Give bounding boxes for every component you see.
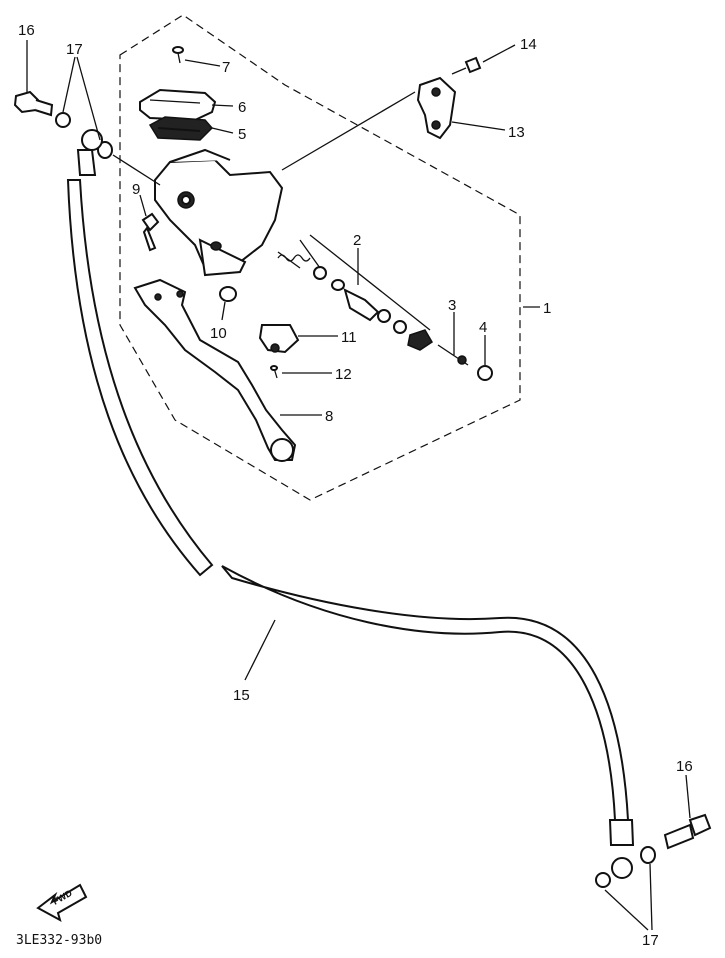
push-rod-cap xyxy=(477,365,493,381)
leader-lines xyxy=(26,40,691,931)
callout-3: 3 xyxy=(448,297,456,314)
piston-kit xyxy=(277,251,434,351)
callout-11: 11 xyxy=(341,329,357,346)
callout-17-bottom: 17 xyxy=(642,932,659,949)
fwd-arrow-icon: FWD xyxy=(36,883,88,923)
switch-screw xyxy=(270,365,278,379)
callout-16-bottom: 16 xyxy=(676,758,693,775)
bleed-screw xyxy=(141,212,160,252)
cap-diaphragm xyxy=(148,116,214,141)
push-rod xyxy=(437,344,469,366)
assembly-boundary xyxy=(119,14,521,501)
washer-bottom-2 xyxy=(640,846,656,864)
brake-lever xyxy=(133,278,297,462)
callout-4: 4 xyxy=(479,319,487,336)
callout-15: 15 xyxy=(233,687,250,704)
plug xyxy=(219,286,237,302)
callout-8: 8 xyxy=(325,408,333,425)
brake-hose-upper xyxy=(66,129,214,577)
holder-bolt xyxy=(451,56,482,75)
union-bolt-top xyxy=(13,90,54,117)
callout-14: 14 xyxy=(520,36,537,53)
callout-10: 10 xyxy=(210,325,227,342)
clamp-holder xyxy=(416,76,457,140)
callout-9: 9 xyxy=(132,181,140,198)
drawing-code: 3LE332-93b0 xyxy=(16,933,102,948)
master-cylinder-body xyxy=(154,148,284,277)
callout-5: 5 xyxy=(238,126,246,143)
cap-screw xyxy=(172,46,184,64)
callout-16-top: 16 xyxy=(18,22,35,39)
callout-17-top: 17 xyxy=(66,41,83,58)
union-bolt-bottom xyxy=(663,813,712,850)
brake-hose-lower xyxy=(221,565,635,879)
washer-bottom-1 xyxy=(595,872,611,888)
washer-top-1 xyxy=(55,112,71,128)
callout-2: 2 xyxy=(353,232,361,249)
callout-12: 12 xyxy=(335,366,352,383)
callout-13: 13 xyxy=(508,124,525,141)
reservoir-cap xyxy=(139,88,217,122)
washer-top-2 xyxy=(97,141,113,159)
callout-6: 6 xyxy=(238,99,246,116)
brake-switch xyxy=(258,324,300,354)
callout-1: 1 xyxy=(543,300,551,317)
callout-7: 7 xyxy=(222,59,230,76)
